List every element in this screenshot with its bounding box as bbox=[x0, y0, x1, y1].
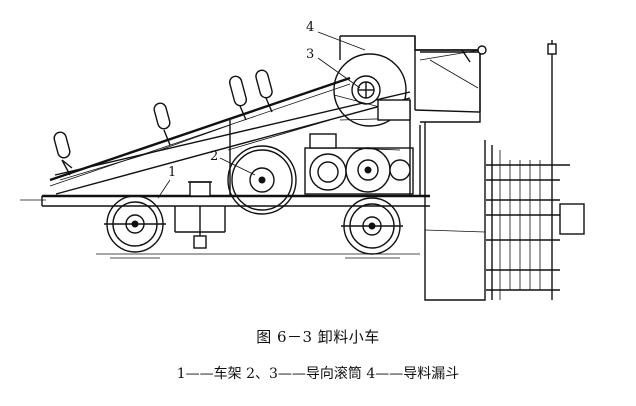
travel-wheel-front bbox=[104, 195, 166, 253]
discharge-hopper bbox=[339, 35, 487, 301]
callout-2: 2 bbox=[210, 149, 256, 176]
svg-text:4: 4 bbox=[306, 20, 314, 35]
idler-1 bbox=[53, 131, 73, 176]
svg-text:2: 2 bbox=[210, 149, 218, 164]
idler-2 bbox=[153, 102, 171, 146]
svg-text:3: 3 bbox=[306, 47, 314, 62]
svg-text:1: 1 bbox=[168, 165, 176, 180]
callout-1: 1 bbox=[157, 165, 176, 199]
idler-3 bbox=[228, 75, 248, 121]
inclined-belt-conveyor bbox=[49, 69, 411, 195]
guide-drum-upper bbox=[333, 53, 411, 127]
guide-drum-lower bbox=[227, 119, 331, 215]
drive-gear-unit bbox=[304, 133, 414, 195]
figure-caption: 图 6－3 卸料小车 bbox=[256, 328, 380, 346]
end-view bbox=[486, 40, 585, 300]
callout-4: 4 bbox=[306, 20, 366, 51]
unloading-trolley-drawing: 1 2 3 4 bbox=[20, 20, 585, 301]
figure-legend: 1——车架 2、3——导向滚筒 4——导料漏斗 bbox=[176, 366, 460, 382]
idler-4 bbox=[255, 69, 273, 113]
callout-3: 3 bbox=[306, 47, 361, 89]
